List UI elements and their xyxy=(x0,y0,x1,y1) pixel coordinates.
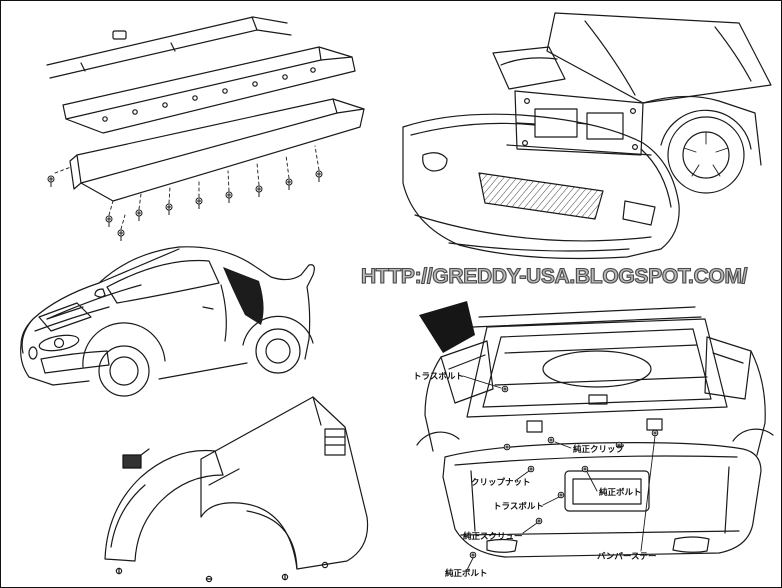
label-oem-bolt-bottom: 純正ボルト xyxy=(445,568,488,579)
label-clip-nut: クリップナット xyxy=(471,477,531,488)
label-oem-screw: 純正スクリュー xyxy=(463,531,523,542)
rear-bumper-part-art xyxy=(442,442,762,558)
screw-icon xyxy=(225,191,233,204)
rear-clip-art xyxy=(416,306,774,456)
clip-icon xyxy=(547,436,555,444)
side-skirt-exploded-diagram xyxy=(46,16,365,241)
license-plate-recess xyxy=(564,470,650,512)
screw-icon xyxy=(165,203,173,216)
bumper-stay-bracket xyxy=(646,418,663,431)
bolt-icon xyxy=(503,443,511,451)
fastener-leader-lines xyxy=(54,145,320,230)
car-body-art xyxy=(20,246,315,397)
front-flare-part-art xyxy=(104,448,224,583)
rocker-panel-art xyxy=(46,16,356,134)
watermark-url-text: HTTP://GREDDY-USA.BLOGSPOT.COM/ xyxy=(360,264,748,288)
shaded-c-pillar xyxy=(419,301,475,353)
screw-icon xyxy=(255,185,263,198)
rear-bumper-exploded-diagram: トラスボルト 純正クリップ クリップナット 純正ボルト トラスボルト 純正スクリ… xyxy=(413,301,774,579)
label-truss-bolt-mid: トラスボルト xyxy=(493,501,544,512)
oem-bolt-icon xyxy=(469,551,477,559)
screw-icon xyxy=(47,175,55,188)
front-wheel-art xyxy=(667,116,745,194)
label-leader-lines xyxy=(462,375,656,571)
truss-bolt-icon xyxy=(501,385,509,393)
front-bumper-part-art xyxy=(402,113,680,260)
shaded-far-fender xyxy=(223,267,264,325)
flare-clip-detail xyxy=(122,454,142,469)
car-three-quarter-view-drawing xyxy=(20,246,315,397)
label-truss-bolt-top: トラスボルト xyxy=(413,371,464,382)
oem-bolt-icon xyxy=(581,465,589,473)
front-bumper-exploded-diagram xyxy=(402,12,772,260)
screw-icon xyxy=(315,170,323,183)
screw-icon xyxy=(195,197,203,210)
nissan-badge xyxy=(53,337,65,349)
label-oem-clip: 純正クリップ xyxy=(573,444,625,455)
label-oem-bolt-mid: 純正ボルト xyxy=(599,487,642,498)
side-skirt-part-art xyxy=(69,98,365,202)
label-bumper-stay: バンパーステー xyxy=(597,551,657,562)
rear-quarter-part-art xyxy=(200,396,369,581)
japanese-part-labels: トラスボルト 純正クリップ クリップナット 純正ボルト トラスボルト 純正スクリ… xyxy=(413,371,657,579)
bumper-stay-bracket xyxy=(526,420,543,433)
grille-mesh xyxy=(478,172,604,220)
fender-flare-parts-diagram xyxy=(104,396,369,583)
screw-icon xyxy=(285,178,293,191)
front-clip-art xyxy=(492,12,772,166)
bumper-stay-bolt-icon xyxy=(651,429,659,437)
